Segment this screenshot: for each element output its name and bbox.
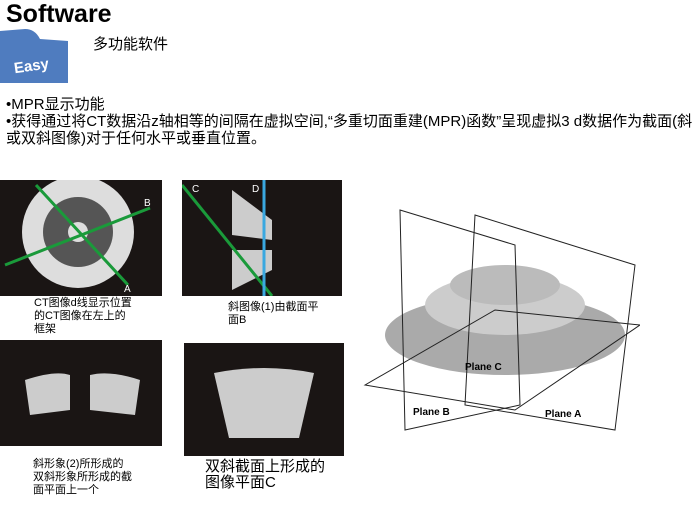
page-title: Software (6, 0, 112, 28)
double-oblique-image (184, 343, 344, 456)
oblique2-caption: 斜形象(2)所形成的双斜形象所形成的截面平面上一个 (33, 458, 132, 496)
bullet-item: •获得通过将CT数据沿z轴相等的间隔在虚拟空间,“多重切面重建(MPR)函数”呈… (6, 113, 693, 147)
oblique1-caption: 斜图像(1)由截面平面B (228, 301, 319, 326)
badge-label: Easy (13, 55, 51, 77)
bullet-list: •MPR显示功能 •获得通过将CT数据沿z轴相等的间隔在虚拟空间,“多重切面重建… (6, 96, 696, 147)
svg-text:D: D (252, 184, 259, 195)
ct-caption: CT图像d线显示位置的CT图像在左上的框架 (34, 297, 132, 335)
subtitle: 多功能软件 (93, 36, 169, 53)
label-b: B (144, 198, 151, 209)
easy-badge: Easy (0, 29, 68, 83)
svg-text:Plane A: Plane A (545, 409, 581, 420)
label-a: A (124, 284, 131, 295)
mpr-plane-diagram: Plane C Plane B Plane A (355, 205, 642, 433)
double-caption: 双斜截面上形成的图像平面C (205, 458, 326, 491)
svg-text:Plane B: Plane B (413, 407, 450, 418)
svg-text:Plane C: Plane C (465, 362, 502, 373)
oblique-image-2 (0, 340, 162, 446)
bullet-item: •MPR显示功能 (6, 96, 105, 113)
svg-text:C: C (192, 184, 199, 195)
